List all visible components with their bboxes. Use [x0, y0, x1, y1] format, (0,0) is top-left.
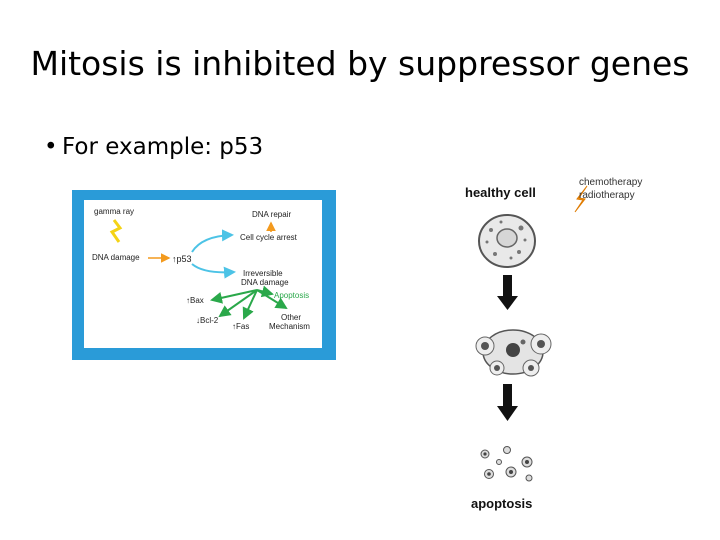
to-bax-arrow	[210, 289, 258, 304]
fas-label: ↑Fas	[232, 322, 249, 331]
therapy-bolt-icon	[574, 185, 588, 213]
p53-pathway-diagram: gamma ray DNA damage ↑p53 DNA repair Cel…	[72, 190, 336, 360]
down-arrow-icon	[497, 384, 518, 421]
mechanism-label: Mechanism	[269, 322, 310, 331]
bullet-item: •For example: p53	[44, 134, 263, 160]
gamma-ray-label: gamma ray	[94, 207, 134, 216]
down-arrow-icon	[497, 275, 518, 310]
p53-label: ↑p53	[172, 254, 192, 264]
irreversible-dna-damage-label: DNA damage	[241, 278, 289, 287]
irreversible-label: Irreversible	[243, 269, 283, 278]
apoptosis-cell-figure: healthy cell chemotherapy radiotherapy	[465, 177, 642, 511]
to-other-arrow	[256, 289, 288, 310]
healthy-cell-label: healthy cell	[465, 185, 536, 200]
bax-label: ↑Bax	[186, 296, 204, 305]
dna-repair-label: DNA repair	[252, 210, 291, 219]
diagram-panel	[84, 200, 322, 348]
bullet-text: For example: p53	[62, 134, 264, 160]
cell-cycle-arrest-label: Cell cycle arrest	[240, 233, 298, 242]
apoptosis-caption: apoptosis	[471, 496, 532, 511]
dna-damage-label: DNA damage	[92, 253, 140, 262]
bcl2-label: ↓Bcl-2	[196, 316, 219, 325]
other-label: Other	[281, 313, 301, 322]
to-fas-arrow	[242, 289, 258, 320]
to-bcl2-arrow	[218, 289, 258, 318]
dying-cell-image	[475, 329, 552, 377]
chemotherapy-label: chemotherapy	[579, 177, 642, 188]
apoptosis-label: Apoptosis	[274, 291, 309, 300]
gamma-ray-bolt	[109, 219, 123, 243]
p53-to-irreversible-arrow	[191, 263, 236, 279]
radiotherapy-label: radiotherapy	[579, 190, 635, 201]
apoptotic-bodies-image	[480, 446, 533, 482]
healthy-cell-image	[478, 214, 536, 268]
slide-title: Mitosis is inhibited by suppressor genes	[30, 44, 690, 83]
p53-to-arrest-arrow	[191, 229, 234, 253]
bullet-icon: •	[44, 134, 58, 160]
